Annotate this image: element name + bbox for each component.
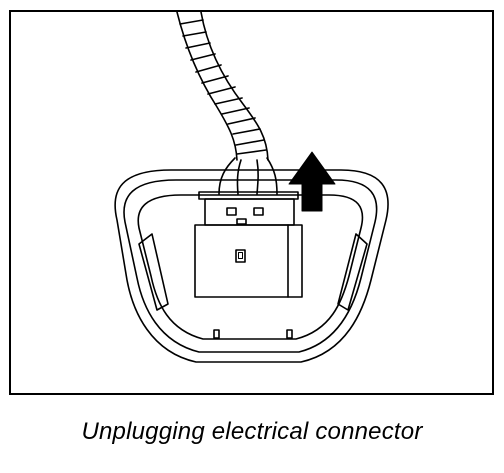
arrow-up-icon (288, 151, 336, 212)
trim-housing (114, 169, 389, 363)
wiring-harness (176, 12, 278, 195)
connector-head (204, 198, 295, 226)
latch-tab (236, 218, 247, 225)
bottom-tab-right (286, 329, 293, 339)
electrical-connector (194, 191, 303, 298)
right-slot (337, 233, 368, 311)
lock-button (235, 249, 246, 263)
bottom-tab-left (213, 329, 220, 339)
terminal-slot-left (226, 207, 237, 216)
left-slot (138, 233, 169, 311)
illustration-frame (9, 10, 494, 395)
connector-illustration (114, 12, 389, 363)
terminal-slot-right (253, 207, 264, 216)
figure-caption: Unplugging electrical connector (81, 418, 423, 445)
connector-body (194, 224, 303, 298)
